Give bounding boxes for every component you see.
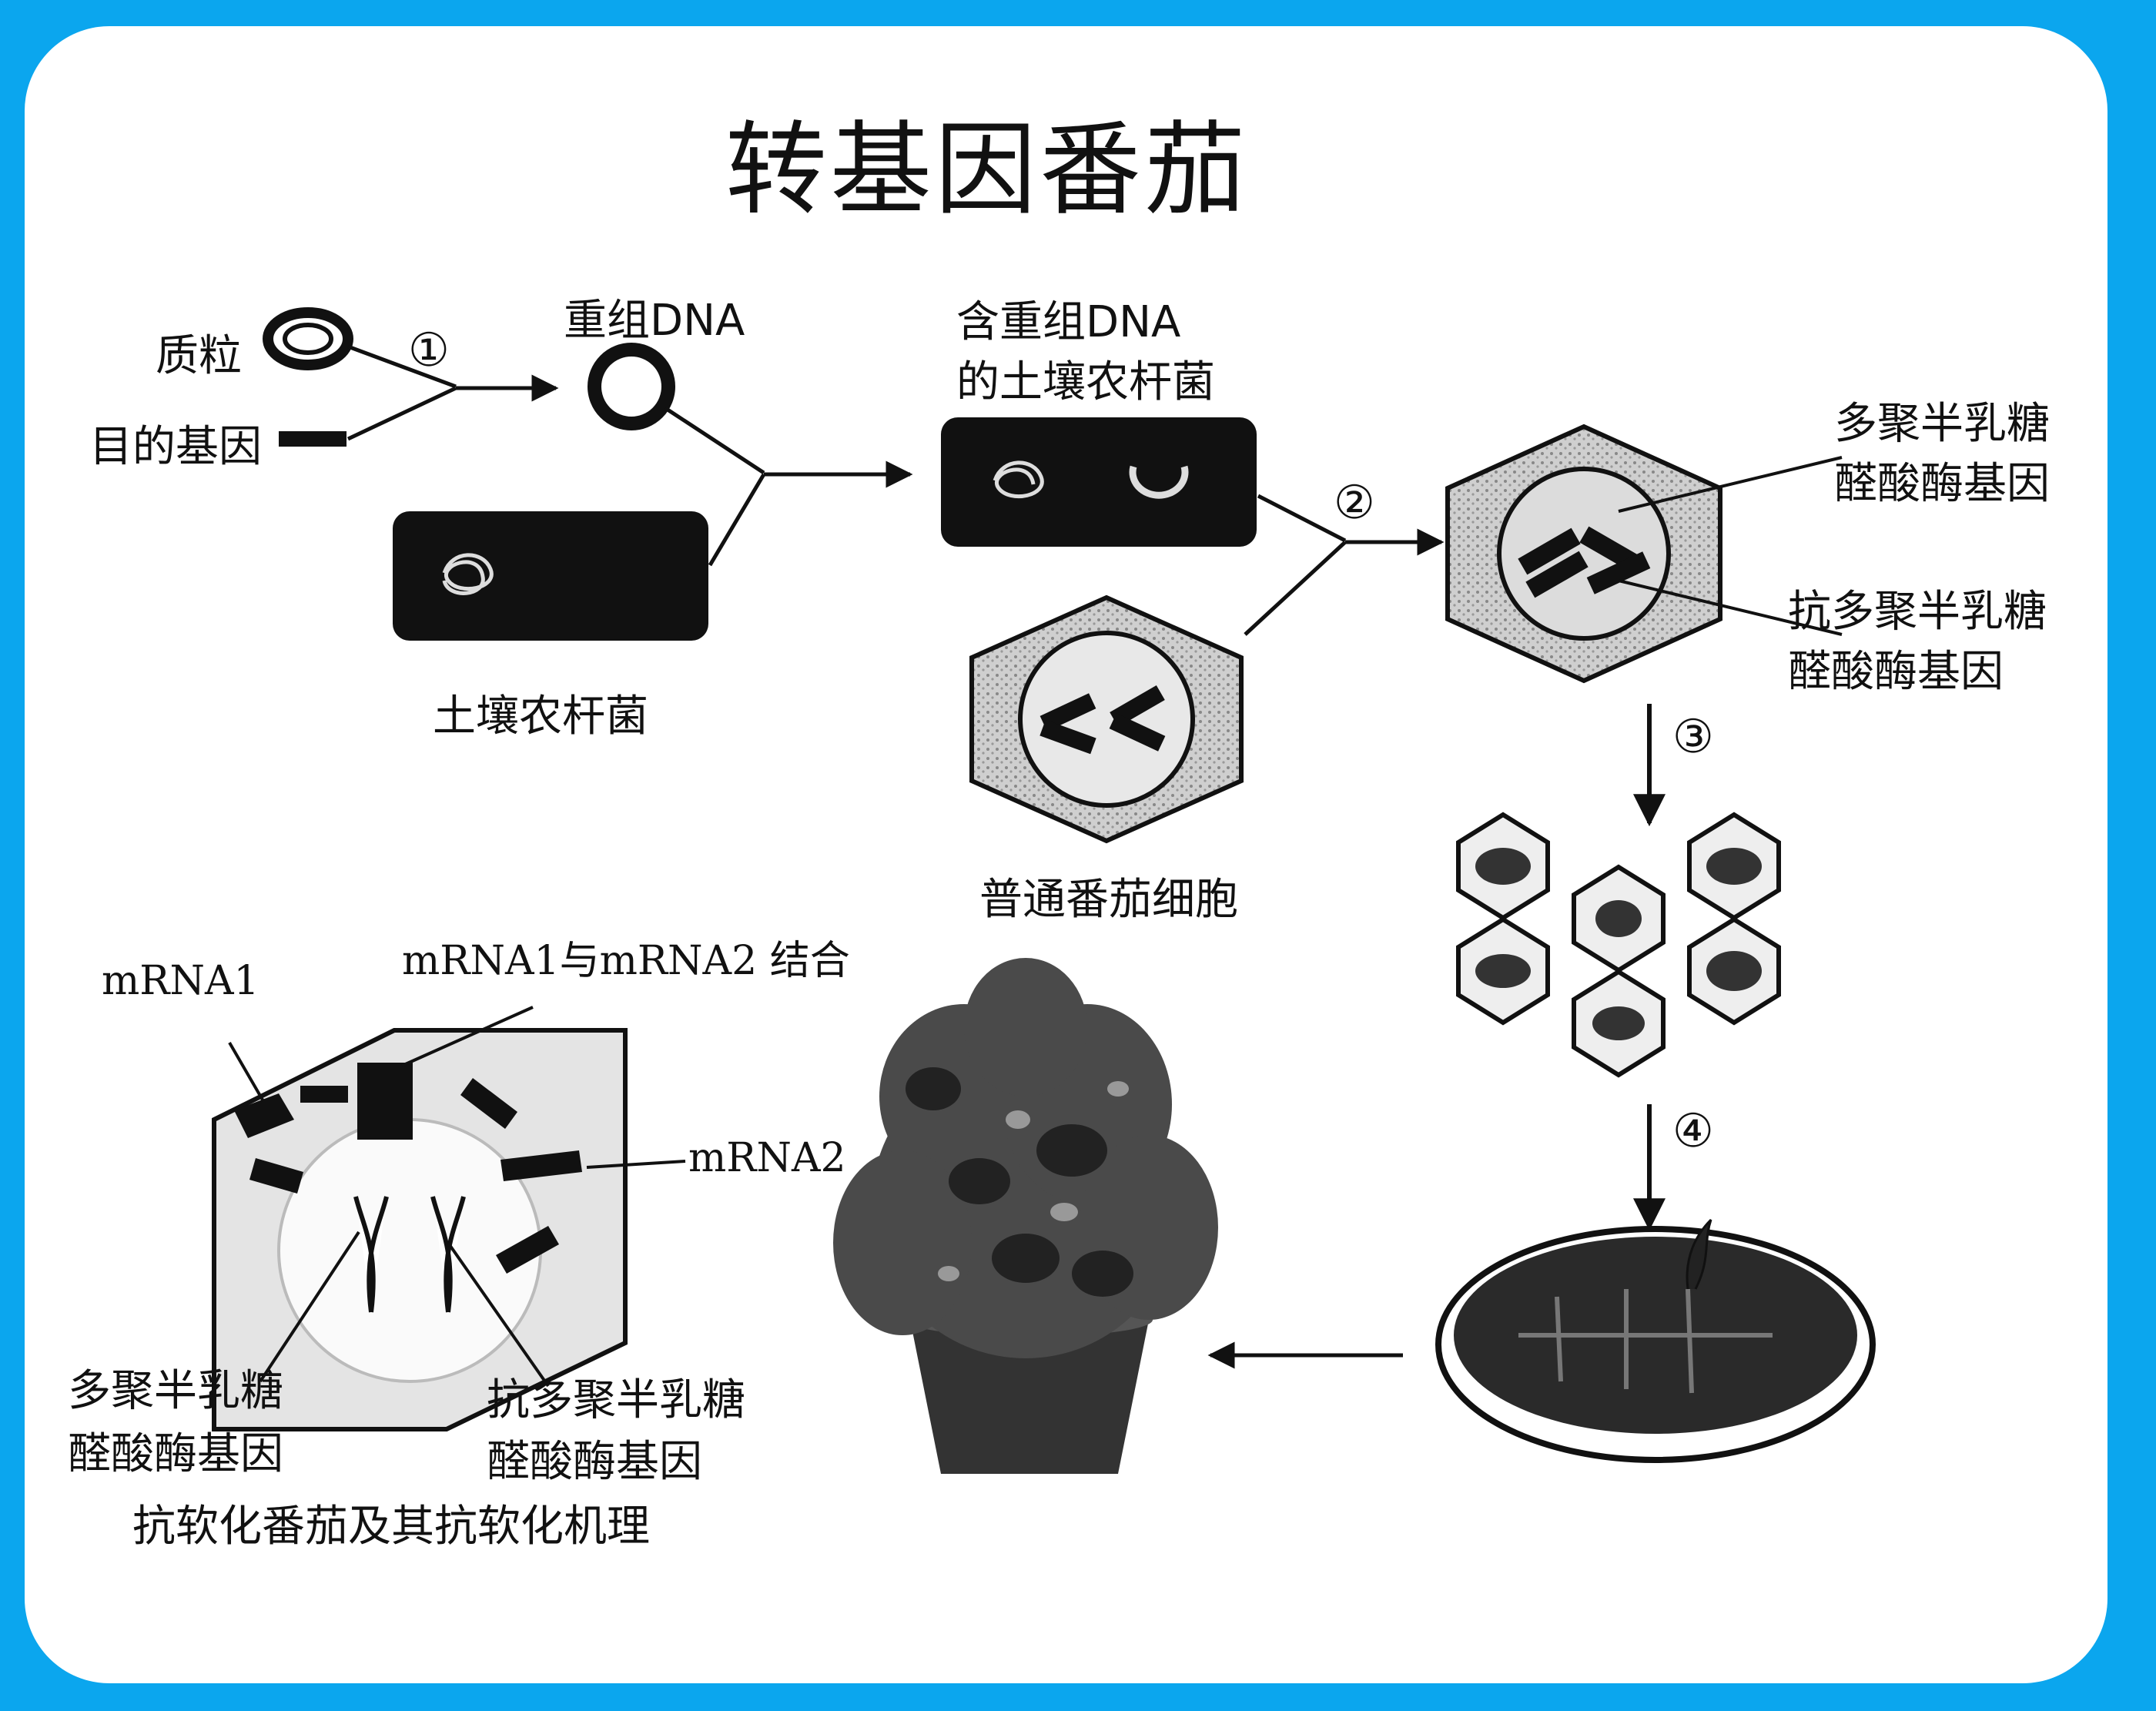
normal-tomato-cell-icon: [969, 594, 1244, 844]
pg-gene-label-2: 醛酸酶基因: [1834, 459, 2050, 509]
normal-cell-label: 普通番茄细胞: [979, 875, 1238, 925]
tomato-plant-icon: [833, 958, 1218, 1474]
transgenic-cell-icon: [1445, 424, 1843, 684]
recombinant-agro-label-2: 的土壤农杆菌: [956, 357, 1215, 407]
mrna2-label: mRNA2: [688, 1135, 846, 1181]
plasmid-label: 质粒: [156, 331, 242, 381]
bottom-anti-pg-label-1: 抗多聚半乳糖: [487, 1375, 745, 1425]
cell-cluster-icon: [1456, 812, 1781, 1078]
diagram-caption: 抗软化番茄及其抗软化机理: [132, 1502, 650, 1552]
bottom-pg-label-2: 醛酸酶基因: [68, 1429, 283, 1479]
recombinant-agrobacterium-icon: [941, 417, 1257, 547]
agrobacterium-label: 土壤农杆菌: [433, 691, 648, 742]
recombinant-dna-label: 重组DNA: [564, 296, 745, 346]
step-2-label: ②: [1334, 476, 1375, 530]
target-gene-label: 目的基因: [89, 422, 262, 472]
step1-arrow: [346, 344, 559, 441]
step-1-label: ①: [408, 323, 450, 377]
target-gene-icon: [279, 431, 346, 447]
plasmid-icon: [263, 307, 353, 370]
diagram-frame: 转基因番茄 质粒 目的基因 重组DNA ① 含重组DNA 的土壤农杆菌 土壤农杆…: [25, 26, 2107, 1683]
diagram-canvas: [212, 307, 1876, 1474]
petri-dish-icon: [1435, 1218, 1876, 1463]
mechanism-cell-icon: [212, 1006, 686, 1431]
anti-pg-gene-label-1: 抗多聚半乳糖: [1788, 587, 2047, 637]
mrna-duplex-icon: [357, 1063, 413, 1140]
recombinant-agro-label-1: 含重组DNA: [956, 297, 1181, 347]
bottom-anti-pg-label-2: 醛酸酶基因: [487, 1437, 702, 1487]
transform-arrow: [664, 406, 913, 567]
anti-pg-gene-label-2: 醛酸酶基因: [1788, 647, 2004, 697]
step-4-label: ④: [1672, 1104, 1714, 1158]
page-title: 转基因番茄: [725, 111, 1249, 229]
pg-gene-label-1: 多聚半乳糖: [1834, 399, 2050, 449]
step2-arrow: [1244, 494, 1445, 636]
mrna1-label: mRNA1: [102, 958, 259, 1004]
step-3-label: ③: [1672, 710, 1714, 764]
mrna-binding-label: mRNA1与mRNA2 结合: [402, 938, 850, 984]
agrobacterium-icon: [393, 511, 708, 641]
recombinant-dna-icon: [588, 343, 675, 430]
bottom-pg-label-1: 多聚半乳糖: [68, 1366, 283, 1416]
